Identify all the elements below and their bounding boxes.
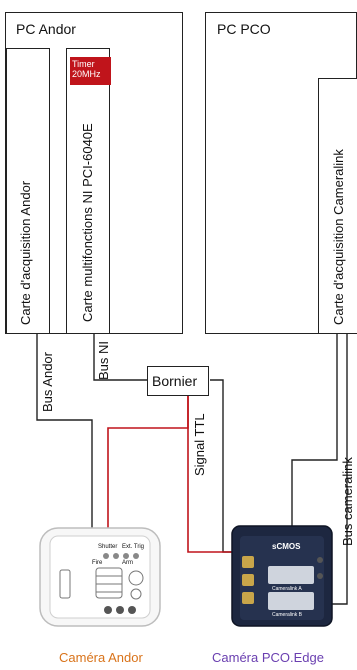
camera-andor-caption: Caméra Andor: [59, 650, 143, 665]
bus-ni-label: Bus NI: [96, 341, 111, 380]
andor-shutter-label: Shutter: [98, 544, 117, 550]
andor-arm-label: Arm: [122, 560, 133, 566]
pco-link-b-label: Cameralink B: [272, 612, 302, 618]
pco-link-a-label: Cameralink A: [272, 586, 302, 592]
pco-scmos-label: sCMOS: [272, 542, 300, 551]
camera-pco-caption: Caméra PCO.Edge: [212, 650, 324, 665]
camera-andor: Shutter Ext. Trig Fire Arm: [36, 520, 166, 630]
andor-fire-label: Fire: [92, 560, 102, 566]
signal-ttl-label: Signal TTL: [192, 413, 207, 476]
bus-andor-label: Bus Andor: [40, 352, 55, 412]
bus-cameralink-label: Bus cameralink: [340, 457, 355, 546]
andor-ext-trig-label: Ext. Trig: [122, 544, 144, 550]
camera-andor-body-icon: [36, 520, 166, 630]
camera-pco: sCMOS Cameralink A Cameralink B: [228, 520, 338, 630]
